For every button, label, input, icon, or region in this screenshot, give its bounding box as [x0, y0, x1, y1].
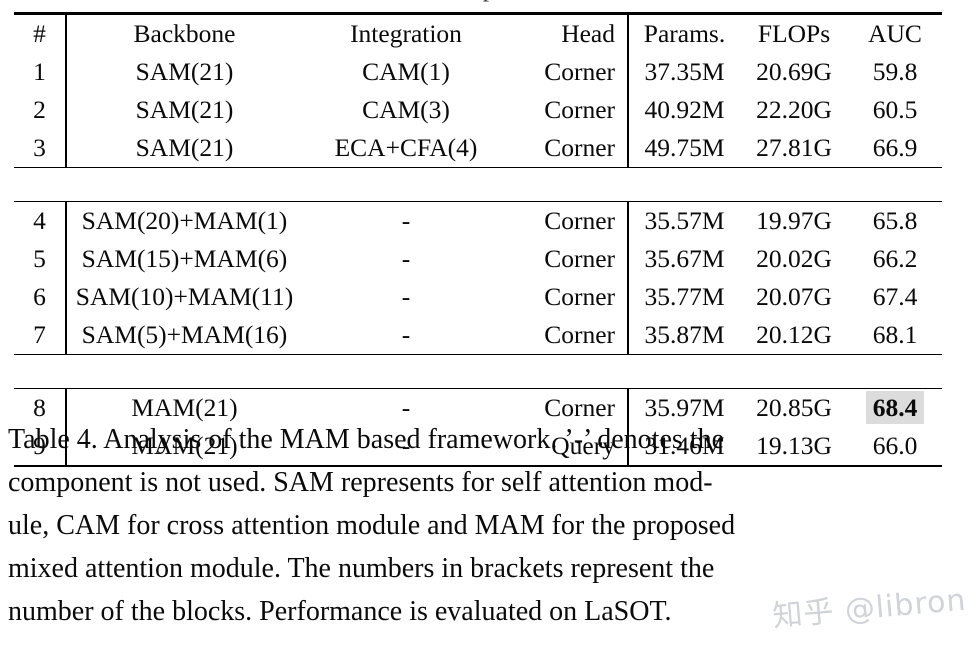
cell-backbone: SAM(21) [135, 94, 234, 124]
cell-backbone: SAM(5)+MAM(16) [66, 316, 302, 355]
best-value-highlight: 68.4 [865, 390, 925, 424]
cell-auc: 68.1 [848, 316, 942, 355]
cell-num: 7 [14, 316, 67, 355]
caption-line-5: number of the blocks. Performance is eva… [8, 596, 672, 627]
cell-flops: 20.07G [756, 281, 832, 311]
caption-line-1: Table 4. Analysis of the MAM based frame… [8, 424, 724, 455]
cell-integration: - [401, 281, 411, 311]
cell-params: 35.77M [627, 278, 740, 316]
cell-num: 8 [14, 388, 67, 427]
col-header-head: Head [561, 18, 615, 48]
cell-auc: 66.9 [848, 129, 942, 168]
cell-params: 35.67M [627, 240, 740, 278]
table-group-2: 4 SAM(20)+MAM(1) - Corner 35.57M 19.97G … [14, 201, 942, 389]
table-row: 4 SAM(20)+MAM(1) - Corner 35.57M 19.97G … [14, 201, 942, 240]
cell-integration: - [302, 427, 510, 467]
cell-head: Corner [510, 316, 628, 355]
cell-params: 37.35M [627, 53, 740, 91]
cell-num: 1 [14, 53, 67, 91]
table-row: 3 SAM(21) ECA+CFA(4) Corner 49.75M 27.81… [14, 129, 942, 168]
cell-backbone: SAM(21) [66, 129, 302, 168]
group-divider [14, 168, 942, 202]
cell-head: Corner [544, 243, 615, 273]
cell-params: 40.92M [627, 91, 740, 129]
caption-line-4: mixed attention module. The numbers in b… [8, 553, 715, 584]
col-header-backbone: Backbone [133, 18, 236, 48]
col-header-params: Params. [627, 15, 740, 53]
table-row: 7 SAM(5)+MAM(16) - Corner 35.87M 20.12G … [14, 316, 942, 355]
group-divider [14, 355, 942, 389]
cell-num: 6 [14, 278, 67, 316]
cell-integration: CAM(1) [362, 56, 450, 86]
cell-backbone: SAM(20)+MAM(1) [66, 201, 302, 240]
cell-integration: - [401, 243, 411, 273]
cropped-text-above-table: p [0, 0, 980, 11]
cell-flops: 20.85G [740, 388, 848, 427]
cell-backbone: MAM(21) [66, 388, 302, 427]
table-row: 5 SAM(15)+MAM(6) - Corner 35.67M 20.02G … [14, 240, 942, 278]
cell-auc: 59.8 [872, 56, 918, 86]
col-header-flops: FLOPs [757, 18, 831, 48]
cell-flops: 19.97G [740, 201, 848, 240]
cell-num: 9 [14, 427, 67, 467]
cell-auc: 65.8 [848, 201, 942, 240]
cell-backbone: SAM(10)+MAM(11) [75, 281, 294, 311]
cell-integration: CAM(3) [362, 94, 450, 124]
cell-flops: 27.81G [740, 129, 848, 168]
cell-flops: 20.02G [756, 243, 832, 273]
cell-flops: 20.69G [756, 56, 832, 86]
table-row: 1 SAM(21) CAM(1) Corner 37.35M 20.69G 59… [14, 53, 942, 91]
table-caption: Table 4. Analysis of the MAM based frame… [8, 418, 966, 633]
cell-head: Query [510, 427, 628, 467]
cell-flops: 22.20G [756, 94, 832, 124]
cell-backbone: MAM(21) [66, 427, 302, 467]
table-container: # Backbone Integration Head Params. FLOP… [14, 12, 942, 467]
caption-line-2: component is not used. SAM represents fo… [8, 467, 713, 498]
cell-num: 3 [14, 129, 67, 168]
cell-num: 5 [14, 240, 67, 278]
cell-num: 4 [14, 201, 67, 240]
table-group-3: 8 MAM(21) - Corner 35.97M 20.85G 68.4 9 … [14, 388, 942, 467]
cell-params: 31.46M [627, 427, 740, 467]
cell-auc: 67.4 [872, 281, 918, 311]
cell-integration: ECA+CFA(4) [302, 129, 510, 168]
cell-flops: 20.12G [740, 316, 848, 355]
table-row: 9 MAM(21) - Query 31.46M 19.13G 66.0 [14, 427, 942, 467]
cell-backbone: SAM(15)+MAM(6) [81, 243, 288, 273]
cell-auc-best: 68.4 [848, 388, 942, 427]
cell-head: Corner [544, 94, 615, 124]
cell-auc: 66.0 [848, 427, 942, 467]
cell-auc: 60.5 [872, 94, 918, 124]
header-row: # Backbone Integration Head Params. FLOP… [14, 15, 942, 53]
col-header-auc: AUC [868, 18, 922, 48]
table-row: 8 MAM(21) - Corner 35.97M 20.85G 68.4 [14, 388, 942, 427]
cell-head: Corner [510, 388, 628, 427]
cell-head: Corner [510, 129, 628, 168]
cell-head: Corner [510, 201, 628, 240]
cell-integration: - [302, 316, 510, 355]
cell-backbone: SAM(21) [135, 56, 234, 86]
cell-auc: 66.2 [872, 243, 918, 273]
cell-integration: - [302, 201, 510, 240]
cell-params: 35.57M [627, 201, 740, 240]
table-top-rule [14, 13, 942, 15]
cell-flops: 19.13G [740, 427, 848, 467]
cell-integration: - [302, 388, 510, 427]
table-top-rule-second [14, 14, 942, 15]
table-row: 2 SAM(21) CAM(3) Corner 40.92M 22.20G 60… [14, 91, 942, 129]
cell-head: Corner [544, 56, 615, 86]
cell-params: 35.97M [627, 388, 740, 427]
table-group-1: 1 SAM(21) CAM(1) Corner 37.35M 20.69G 59… [14, 53, 942, 202]
cell-num: 2 [14, 91, 67, 129]
caption-line-3: ule, CAM for cross attention module and … [8, 510, 736, 541]
cell-params: 49.75M [627, 129, 740, 168]
cell-head: Corner [544, 281, 615, 311]
results-table: # Backbone Integration Head Params. FLOP… [14, 12, 942, 467]
col-header-integration: Integration [350, 18, 462, 48]
table-row: 6 SAM(10)+MAM(11) - Corner 35.77M 20.07G… [14, 278, 942, 316]
col-header-num: # [14, 15, 67, 53]
table-header: # Backbone Integration Head Params. FLOP… [14, 13, 942, 53]
cell-params: 35.87M [627, 316, 740, 355]
